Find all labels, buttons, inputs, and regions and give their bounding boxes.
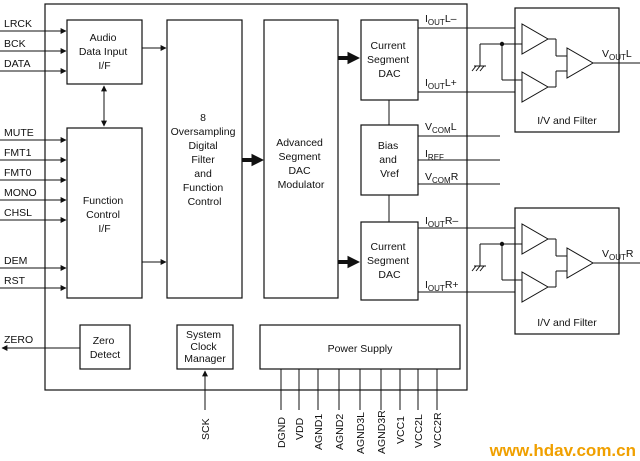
left-inputs: LRCK BCK DATA MUTE FMT1 FMT0 MONO CHSL D… bbox=[0, 18, 80, 351]
vcc2l-label: VCC2L bbox=[413, 414, 425, 448]
voutl-label: VOUTL bbox=[602, 48, 632, 62]
iref-label: IREF bbox=[425, 148, 444, 162]
vcomr-label: VCOMR bbox=[425, 171, 459, 185]
agnd3r-label: AGND3R bbox=[376, 410, 388, 454]
agnd2-label: AGND2 bbox=[334, 414, 346, 450]
zero-detect-block bbox=[79, 324, 131, 370]
function-control-label: Function Control I/F bbox=[83, 195, 126, 235]
current-dac-right-label: Current Segment DAC bbox=[367, 241, 412, 281]
bottom-pin-labels: SCK DGND VDD AGND1 AGND2 AGND3L AGND3R V… bbox=[200, 410, 444, 454]
fmt0-label: FMT0 bbox=[4, 167, 32, 179]
audio-data-input-block bbox=[66, 19, 143, 85]
system-clock-manager-label: System Clock Manager bbox=[184, 329, 226, 365]
zero-detect-label: Zero Detect bbox=[90, 335, 120, 361]
bias-vref-label: Bias and Vref bbox=[378, 140, 401, 180]
agnd3l-label: AGND3L bbox=[355, 412, 367, 454]
sck-label: SCK bbox=[200, 418, 212, 440]
lrck-label: LRCK bbox=[4, 18, 32, 30]
dac-modulator-label: Advanced Segment DAC Modulator bbox=[276, 137, 326, 191]
ioutr-minus-label: IOUTR– bbox=[425, 215, 458, 229]
power-supply-block bbox=[259, 324, 461, 370]
dac-modulator-block bbox=[263, 19, 339, 299]
digital-filter-label: 8 Oversampling Digital Filter and Functi… bbox=[171, 112, 239, 208]
bck-label: BCK bbox=[4, 38, 26, 50]
system-clock-manager-block bbox=[176, 324, 234, 370]
digital-filter-block bbox=[166, 19, 243, 299]
rst-label: RST bbox=[4, 275, 26, 287]
ioutl-plus-label: IOUTL+ bbox=[425, 77, 457, 91]
iv-filter-left-label: I/V and Filter bbox=[537, 115, 597, 127]
audio-data-input-label: Audio Data Input I/F bbox=[79, 32, 130, 72]
power-supply-label: Power Supply bbox=[328, 343, 394, 355]
zero-label: ZERO bbox=[4, 334, 33, 346]
data-label: DATA bbox=[4, 58, 30, 70]
chsl-label: CHSL bbox=[4, 207, 32, 219]
dgnd-label: DGND bbox=[276, 417, 288, 448]
current-dac-left-label: Current Segment DAC bbox=[367, 40, 412, 80]
current-dac-left-block bbox=[360, 19, 419, 101]
fmt1-label: FMT1 bbox=[4, 147, 32, 159]
current-dac-right-block bbox=[360, 221, 419, 301]
power-pins bbox=[280, 369, 438, 410]
output-signals: IOUTL– IOUTL+ VCOML IREF VCOMR IOUTR– IO… bbox=[418, 13, 520, 293]
ioutr-plus-label: IOUTR+ bbox=[425, 279, 459, 293]
watermark: www.hdav.com.cn bbox=[489, 441, 636, 460]
iv-filter-right-label: I/V and Filter bbox=[537, 317, 597, 329]
ioutl-minus-label: IOUTL– bbox=[425, 13, 457, 27]
vcoml-label: VCOML bbox=[425, 121, 457, 135]
vcc2r-label: VCC2R bbox=[432, 412, 444, 448]
mono-label: MONO bbox=[4, 187, 37, 199]
vcc1-label: VCC1 bbox=[395, 416, 407, 444]
vdd-label: VDD bbox=[294, 417, 306, 440]
bias-vref-block bbox=[360, 124, 419, 196]
dem-label: DEM bbox=[4, 255, 27, 267]
function-control-block bbox=[66, 127, 143, 299]
iv-filter-left: I/V and Filter bbox=[471, 7, 640, 133]
voutr-label: VOUTR bbox=[602, 248, 634, 262]
iv-filter-right: I/V and Filter bbox=[471, 207, 640, 335]
mute-label: MUTE bbox=[4, 127, 34, 139]
agnd1-label: AGND1 bbox=[313, 414, 325, 450]
